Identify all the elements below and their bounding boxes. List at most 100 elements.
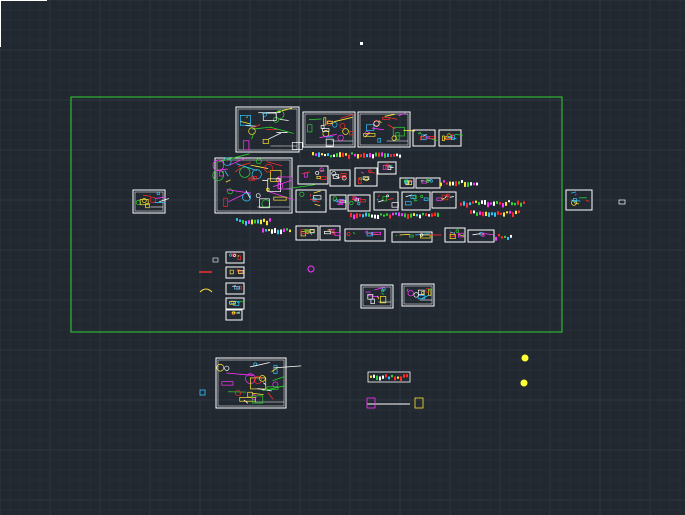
drawing-sheet [391, 231, 433, 243]
geometry-line [218, 168, 228, 171]
geometry-rect [251, 395, 264, 404]
annotation-strip [443, 180, 445, 183]
annotation-strip [251, 219, 253, 225]
geometry-line [155, 196, 166, 199]
annotation-strip [510, 234, 512, 238]
geometry-rect [428, 136, 435, 139]
drawing-sheet [344, 228, 386, 242]
annotation-strip [266, 220, 268, 226]
sheet-inner-border [134, 191, 164, 212]
annotation-strip [502, 202, 504, 208]
annotation-strip [482, 211, 484, 217]
annotation-strip [506, 211, 508, 214]
geometry-line [367, 295, 379, 298]
annotation-strip [379, 376, 381, 381]
annotation-strip [377, 214, 379, 219]
geometry-line [266, 161, 283, 167]
geometry-line [257, 388, 272, 392]
annotation-strip [501, 236, 503, 239]
annotation-strip [257, 219, 259, 224]
annotation-strip [422, 212, 424, 216]
geometry-rect [229, 269, 234, 275]
geometry-circle [319, 167, 324, 172]
geometry-rect [382, 116, 390, 120]
geometry-line [308, 118, 322, 121]
geometry-rect [291, 142, 303, 150]
annotation-strip [490, 202, 492, 205]
geometry-circle [149, 196, 156, 204]
geometry-rect [377, 138, 382, 143]
geometry-line [381, 293, 385, 295]
geometry-line [421, 294, 430, 299]
geometry-circle [339, 123, 346, 129]
geometry-line [374, 286, 386, 291]
annotation-strip [517, 200, 519, 205]
geometry-rect [316, 175, 321, 180]
annotation-strip [372, 154, 374, 159]
geometry-rect [421, 134, 427, 141]
annotation-strip [280, 229, 282, 235]
annotation-strip [236, 218, 238, 221]
geometry-line [388, 117, 398, 120]
geometry-line [314, 203, 321, 207]
geometry-circle [264, 163, 273, 173]
geometry-line [279, 118, 289, 121]
geometry-line [272, 179, 293, 188]
geometry-line [235, 167, 241, 173]
geometry-circle [391, 135, 397, 141]
annotation-strip [464, 182, 466, 187]
geometry-rect [223, 197, 228, 207]
annotation-strip [458, 181, 460, 185]
annotation-strip [520, 202, 522, 207]
small-block [199, 389, 206, 396]
annotation-strip [515, 210, 517, 215]
geometry-rect [320, 176, 327, 180]
geometry-rect [449, 234, 456, 240]
small-block [618, 199, 626, 205]
geometry-line [417, 131, 422, 135]
geometry-circle [315, 170, 320, 175]
annotation-strip [410, 213, 412, 218]
annotation-strip [396, 153, 398, 157]
annotation-strip [245, 220, 247, 226]
geometry-line [218, 153, 250, 163]
annotation-strip [384, 153, 386, 158]
annotation-strip [391, 374, 393, 378]
geometry-circle [386, 194, 389, 198]
annotation-strip [260, 219, 262, 225]
geometry-rect [262, 138, 269, 144]
geometry-line [449, 196, 454, 198]
annotation-strip [500, 212, 502, 215]
geometry-circle [425, 288, 430, 293]
geometry-line [378, 120, 382, 124]
geometry-line [275, 107, 293, 114]
annotation-strip [321, 153, 323, 156]
geometry-rect [366, 124, 375, 131]
geometry-rect [385, 165, 389, 170]
annotation-strip [496, 201, 498, 204]
geometry-circle [403, 179, 407, 183]
sheet-inner-border [216, 159, 291, 212]
geometry-circle [216, 363, 225, 372]
geometry-rect [349, 131, 354, 136]
annotation-strip [397, 376, 399, 379]
geometry-circle [262, 112, 268, 117]
geometry-line [441, 197, 446, 200]
detail-block [414, 397, 424, 409]
annotation-strip [428, 214, 430, 217]
geometry-rect [221, 381, 234, 386]
geometry-circle [212, 159, 225, 171]
geometry-circle [346, 232, 351, 236]
geometry-line [376, 295, 380, 299]
annotation-strip [371, 214, 373, 218]
annotation-strip [380, 213, 382, 216]
geometry-rect [304, 229, 310, 233]
annotation-strip [425, 213, 427, 216]
geometry-line [313, 190, 321, 194]
annotation-strip [470, 210, 472, 214]
geometry-line [319, 133, 337, 139]
annotation-strip [381, 152, 383, 157]
geometry-rect [382, 164, 388, 170]
